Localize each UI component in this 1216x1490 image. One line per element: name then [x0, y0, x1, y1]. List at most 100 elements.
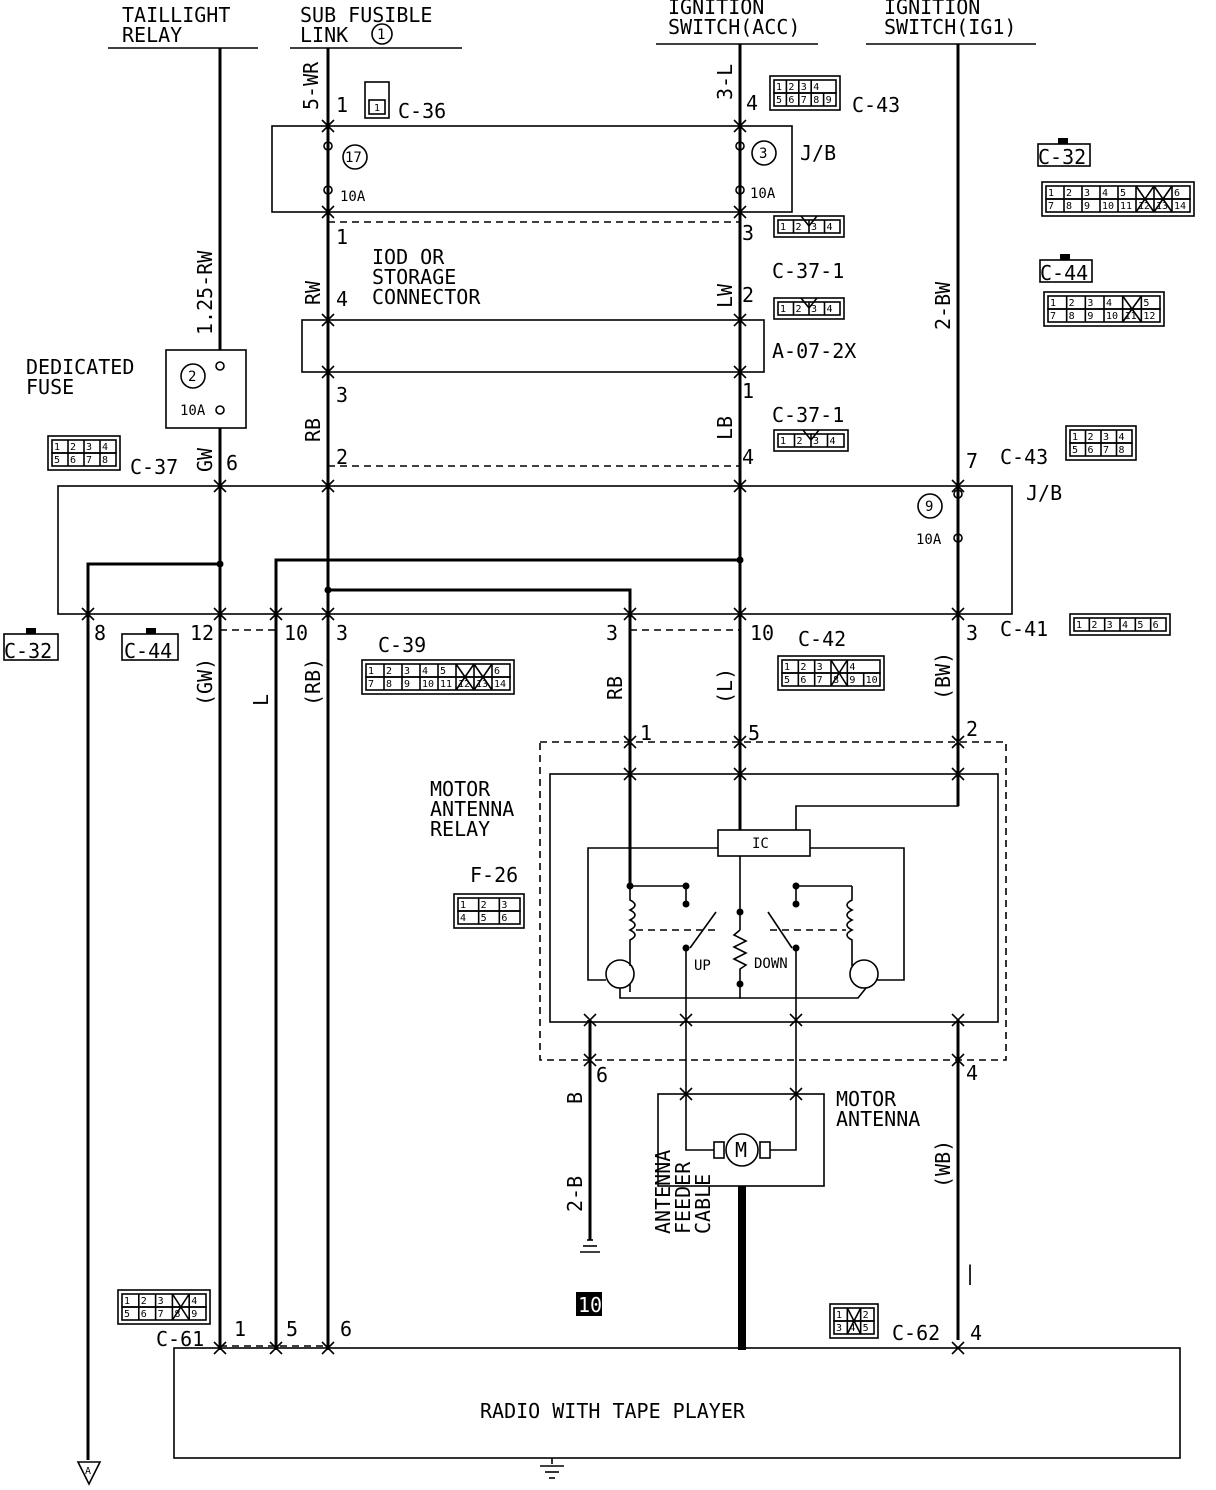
motor-symbol: M	[735, 1138, 747, 1162]
face-cell: 5	[481, 913, 487, 924]
junction-block-2: J/B 9 10A	[57, 481, 1062, 615]
fuse-2-rating: 10A	[180, 403, 206, 419]
face-cell: 6	[1088, 445, 1094, 456]
face-cell: 2	[386, 666, 392, 677]
face-cell: 1	[836, 1310, 842, 1321]
c39-label: C-39	[378, 633, 426, 657]
face-cell: 10	[1102, 201, 1114, 212]
connection-marks	[81, 119, 965, 1355]
wire-gw-label: GW	[193, 447, 217, 472]
c62-label: C-62	[892, 1321, 940, 1345]
face-cell: 6	[1174, 188, 1180, 199]
sub-fusible-link-number: 1	[377, 27, 385, 43]
pin-label: 10	[284, 621, 308, 645]
pin-label: 4	[970, 1321, 982, 1345]
fuse-9-number: 9	[925, 499, 933, 515]
face-cell: 3	[1084, 188, 1090, 199]
face-cell: 8	[102, 455, 108, 466]
wire-1.25-rw-label: 1.25-RW	[193, 250, 217, 335]
pin-label: 5	[286, 1317, 298, 1341]
wire-lw-label: LW	[713, 283, 737, 308]
junction-block-1: 17 10A 3 10A J/B	[271, 125, 836, 213]
face-cell: 4	[460, 913, 466, 924]
connection-mark	[951, 607, 965, 621]
face-cell: 11	[1120, 201, 1132, 212]
face-cell: 5	[784, 675, 790, 686]
face-cell: 3	[501, 900, 507, 911]
face-cell: 6	[788, 95, 794, 106]
connector-c44-bottom: C-44	[121, 628, 179, 663]
face-cell: 5	[1143, 298, 1149, 309]
face-cell: 14	[1174, 201, 1186, 212]
connection-mark	[321, 479, 335, 493]
c44-bottom-label: C-44	[124, 639, 172, 663]
pin-label: 4	[746, 91, 758, 115]
face-cell: 4	[1119, 432, 1125, 443]
pin-label: 4	[966, 1061, 978, 1085]
wire-lb-label: LB	[713, 416, 737, 440]
face-cell: 1	[780, 304, 786, 315]
connection-mark	[321, 365, 335, 379]
connection-mark	[583, 1013, 597, 1027]
c32-bottom-label: C-32	[4, 639, 52, 663]
face-cell: 14	[494, 679, 506, 690]
face-cell: 3	[811, 304, 817, 315]
face-cell: 2	[481, 900, 487, 911]
face-cell: 4	[813, 82, 819, 93]
face-cell: 3	[404, 666, 410, 677]
face-cell: 1	[1050, 298, 1056, 309]
wire-5-wr-label: 5-WR	[299, 61, 323, 110]
face-cell: 12	[1143, 311, 1155, 322]
face-cell: 9	[1084, 201, 1090, 212]
wire-labels-top: 5-WR 3-L 1.25-RW RW LW 2-BW GW RB LB	[193, 61, 955, 472]
face-cell: 2	[70, 442, 76, 453]
pin-label: 7	[966, 449, 978, 473]
face-cell: 1	[460, 900, 466, 911]
face-cell: 3	[1107, 620, 1113, 631]
wire-wb-paren-label: (WB)	[931, 1140, 955, 1188]
wire-2-b-label: 2-B	[563, 1176, 587, 1212]
wire-gw-paren-label: (GW)	[193, 658, 217, 706]
fuse-17-rating: 10A	[340, 189, 366, 205]
connection-mark	[951, 1053, 965, 1067]
face-cell: 3	[813, 436, 819, 447]
pin-label: 3	[336, 621, 348, 645]
connection-mark	[733, 735, 747, 749]
face-cell: 4	[422, 666, 428, 677]
face-cell: 9	[404, 679, 410, 690]
connection-mark	[951, 1013, 965, 1027]
wire-labels-middle: (GW) L (RB) RB (L) (BW)	[193, 652, 955, 706]
radio-label: RADIO WITH TAPE PLAYER	[480, 1399, 746, 1423]
connection-mark	[789, 1087, 803, 1101]
face-cell: 3	[817, 662, 823, 673]
c37-label: C-37	[130, 455, 178, 479]
wire-2-bw-label: 2-BW	[931, 281, 955, 330]
face-cell: 6	[501, 913, 507, 924]
wire-labels-bottom: (WB) |	[931, 1140, 976, 1285]
connector-c36: 1 1 C-36	[336, 81, 446, 123]
pin-label: 1	[336, 225, 348, 249]
connection-mark	[321, 313, 335, 327]
connection-mark	[321, 205, 335, 219]
face-cell: 3	[1087, 298, 1093, 309]
connection-mark	[81, 607, 95, 621]
face-cell: 4	[827, 304, 833, 315]
ground-b-wire: B 2-B 10	[563, 1092, 602, 1317]
face-cell: 3	[158, 1296, 164, 1307]
face-cell: 9	[849, 675, 855, 686]
face-cell: 2	[1066, 188, 1072, 199]
wire-3-l-label: 3-L	[713, 64, 737, 100]
connection-mark	[623, 607, 637, 621]
face-cell: 10	[866, 675, 878, 686]
face-cell: 3	[1103, 432, 1109, 443]
wire-l-paren-label: (L)	[713, 668, 737, 704]
